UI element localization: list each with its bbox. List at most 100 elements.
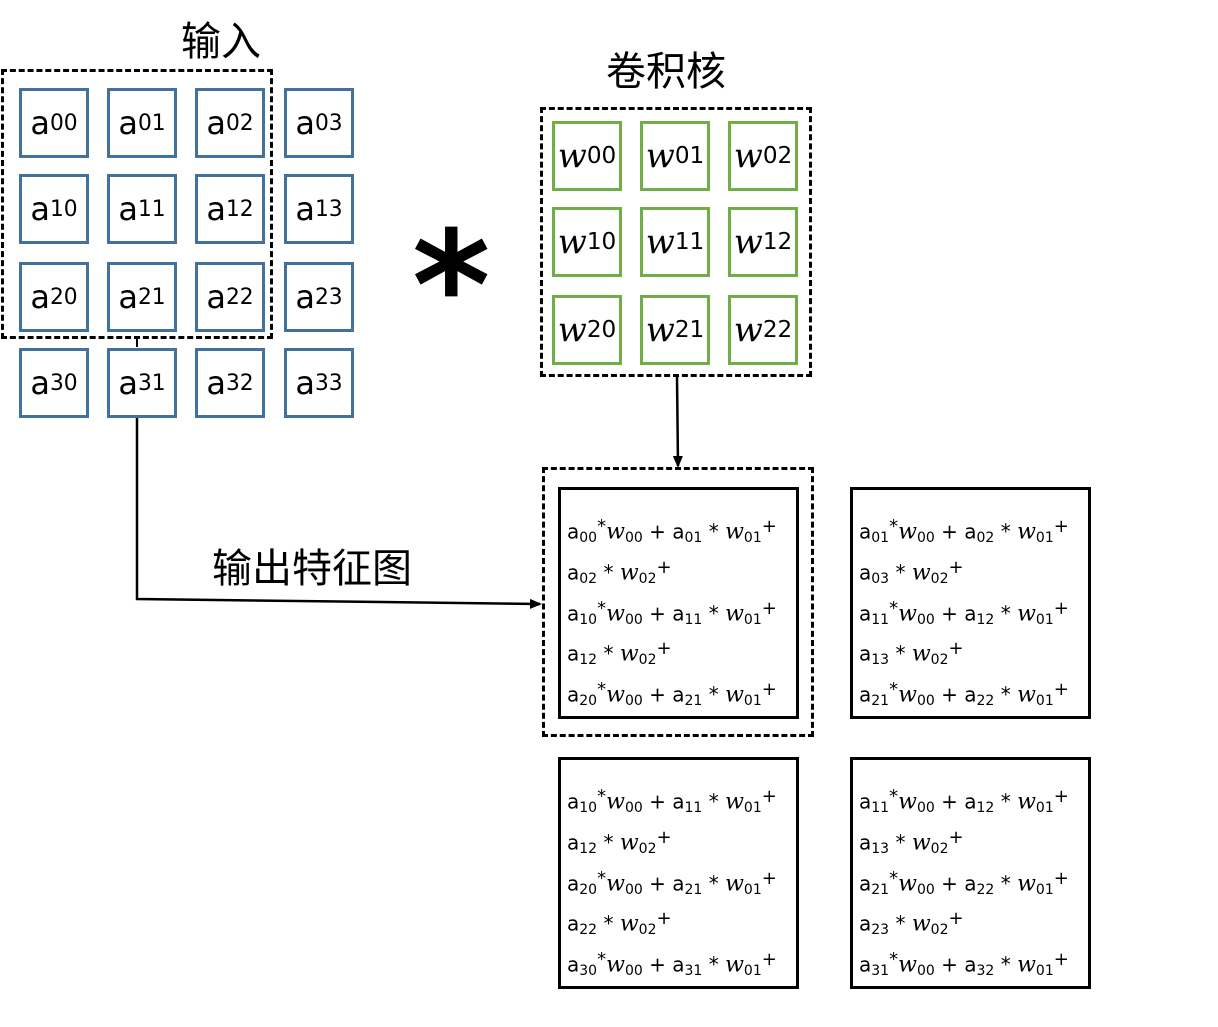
symbol-base: a [30, 364, 50, 402]
symbol-base: w [911, 911, 931, 937]
kernel-window-dashed [540, 107, 812, 377]
symbol-base: a [672, 682, 685, 707]
plus-sign: + [761, 516, 777, 537]
symbol-subscript: 12 [976, 611, 995, 628]
multiply-sign: * [702, 789, 726, 814]
symbol-base: w [1017, 789, 1036, 815]
output-window-dashed [542, 467, 814, 737]
symbol-subscript: 01 [871, 529, 890, 546]
symbol-subscript: 02 [930, 652, 949, 669]
symbol-subscript: 12 [579, 652, 598, 669]
plus-sign: + [761, 949, 777, 971]
symbol-subscript: 13 [871, 652, 890, 669]
convolution-operator: * [412, 200, 491, 374]
multiply-sign: * [702, 519, 726, 544]
multiply-sign: * [994, 789, 1018, 814]
symbol-base: a [964, 600, 977, 625]
symbol-subscript: 11 [684, 799, 703, 816]
symbol-base: a [567, 600, 580, 625]
plus-sign: + [1053, 867, 1069, 889]
plus-sign: + [642, 789, 673, 814]
symbol-base: a [118, 190, 138, 228]
symbol-subscript: 21 [684, 881, 703, 898]
multiply-sign: * [702, 600, 726, 625]
symbol-subscript: 01 [1035, 799, 1054, 816]
symbol-base: a [859, 682, 872, 707]
symbol-subscript: 02 [930, 840, 949, 857]
multiply-sign: * [702, 952, 726, 977]
formula-line: a13 * w02+ [859, 634, 1088, 675]
symbol-subscript: 00 [49, 110, 78, 136]
symbol-base: a [859, 519, 872, 544]
symbol-subscript: 00 [586, 143, 617, 169]
symbol-base: a [859, 789, 872, 814]
formula-line: a10*w00 + a11 * w01+ [567, 782, 796, 823]
symbol-subscript: 21 [674, 317, 705, 343]
symbol-base: w [733, 136, 763, 176]
formula-line: a02 * w02+ [567, 553, 796, 594]
symbol-subscript: 01 [1035, 692, 1054, 709]
symbol-subscript: 02 [762, 143, 793, 169]
symbol-base: w [898, 600, 917, 626]
symbol-base: w [619, 911, 639, 937]
symbol-base: w [725, 682, 744, 708]
symbol-base: a [964, 952, 977, 977]
symbol-subscript: 01 [743, 529, 762, 546]
symbol-base: w [606, 789, 625, 815]
symbol-base: w [645, 222, 675, 262]
symbol-base: w [725, 519, 744, 545]
symbol-subscript: 22 [225, 284, 254, 310]
symbol-base: w [898, 682, 917, 708]
formula-line: a22 * w02+ [567, 904, 796, 945]
symbol-base: w [606, 600, 625, 626]
symbol-subscript: 23 [871, 922, 890, 939]
symbol-base: a [567, 870, 580, 895]
symbol-base: a [672, 789, 685, 814]
symbol-subscript: 01 [743, 881, 762, 898]
symbol-subscript: 01 [137, 110, 166, 136]
symbol-subscript: 32 [225, 370, 254, 396]
symbol-subscript: 00 [624, 881, 643, 898]
multiply-sign: * [597, 597, 607, 619]
multiply-sign: * [889, 597, 899, 619]
plus-sign: + [656, 638, 672, 660]
symbol-subscript: 00 [916, 692, 935, 709]
symbol-subscript: 02 [930, 922, 949, 939]
symbol-subscript: 00 [916, 611, 935, 628]
multiply-sign: * [597, 516, 607, 537]
output-cell-2: a10*w00 + a11 * w01+a12 * w02+a20*w00 + … [558, 757, 799, 989]
symbol-base: w [733, 222, 763, 262]
plus-sign: + [934, 519, 965, 544]
plus-sign: + [656, 908, 672, 930]
plus-sign: + [934, 952, 965, 977]
symbol-subscript: 01 [743, 799, 762, 816]
multiply-sign: * [597, 560, 620, 585]
output-cell-3: a11*w00 + a12 * w01+a13 * w02+a21*w00 + … [850, 757, 1091, 989]
symbol-base: w [911, 641, 931, 667]
symbol-subscript: 21 [137, 284, 166, 310]
multiply-sign: * [889, 516, 899, 537]
symbol-base: a [567, 682, 580, 707]
plus-sign: + [1053, 949, 1069, 971]
symbol-subscript: 21 [871, 881, 890, 898]
symbol-subscript: 00 [624, 962, 643, 979]
formula-line: a30*w00 + a31 * w01+ [567, 945, 796, 986]
symbol-subscript: 02 [638, 922, 657, 939]
symbol-base: w [898, 952, 917, 978]
multiply-sign: * [994, 519, 1018, 544]
symbol-subscript: 00 [916, 881, 935, 898]
symbol-base: a [30, 278, 50, 316]
symbol-base: w [606, 952, 625, 978]
symbol-subscript: 20 [49, 284, 78, 310]
